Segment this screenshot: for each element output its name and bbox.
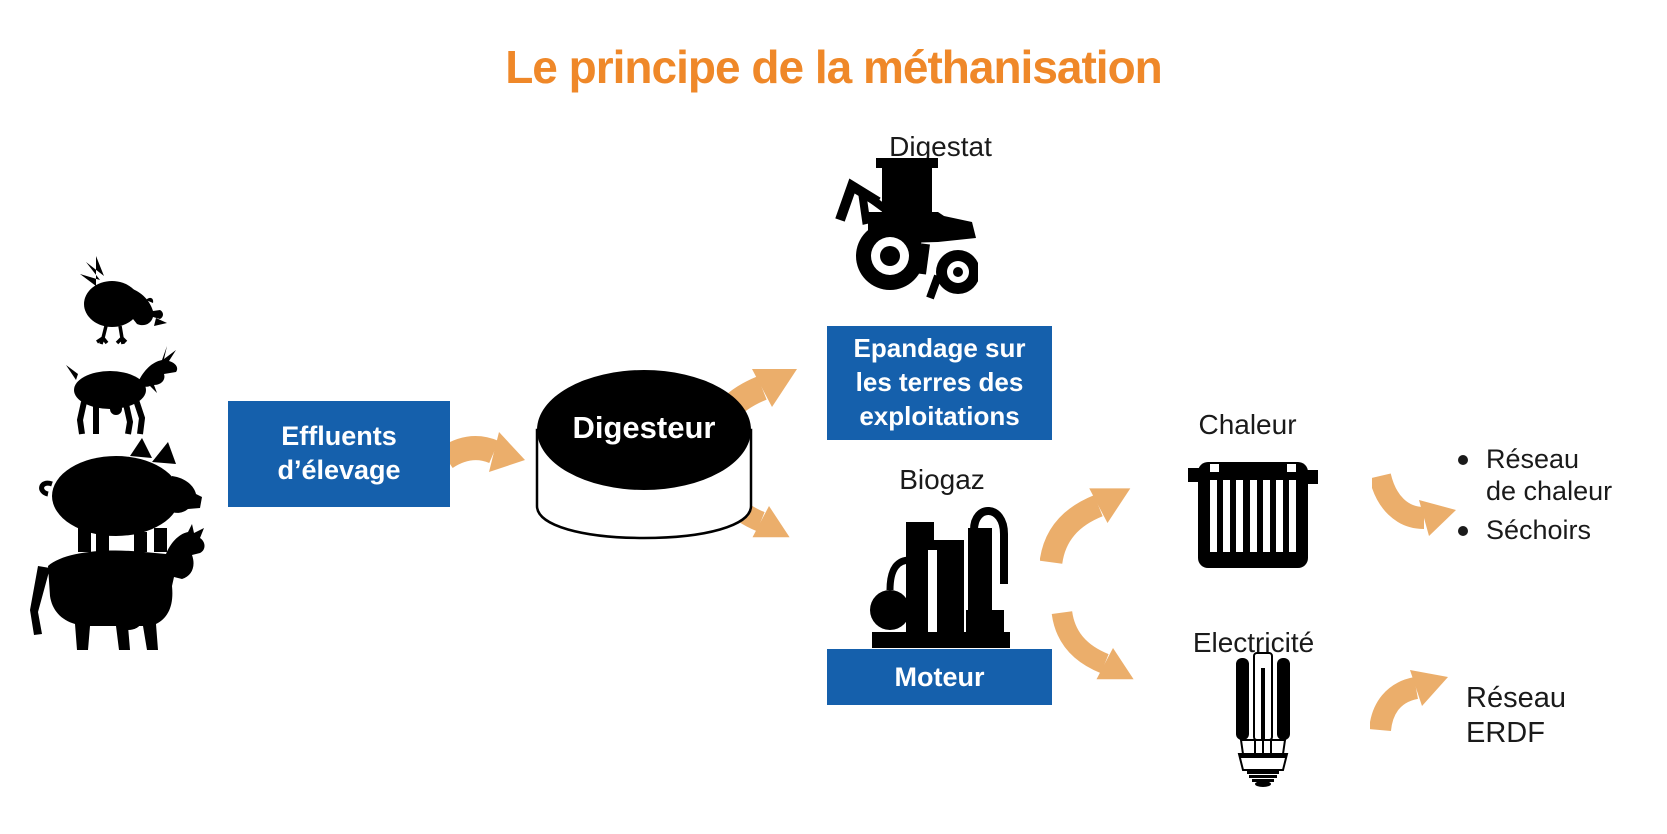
moteur-label: Moteur — [894, 661, 985, 692]
heat-output-1: Réseau de chaleur — [1486, 444, 1613, 507]
chaleur-label: Chaleur — [1198, 409, 1297, 440]
epandage-label: Epandage sur les terres des exploitation… — [853, 333, 1026, 431]
chicken-icon — [80, 256, 167, 345]
digester-tank-icon — [535, 370, 753, 540]
arrow-moteur-chaleur — [1040, 488, 1131, 565]
epandage-box: Epandage sur les terres des exploitation… — [827, 326, 1052, 440]
effluents-box: Effluents d’élevage — [228, 401, 450, 507]
biogaz-label: Biogaz — [899, 464, 985, 495]
arrow-chaleur-reseaux — [1372, 473, 1456, 536]
bullet-icon — [1458, 525, 1468, 536]
effluents-label: Effluents d’élevage — [277, 421, 401, 485]
pig-icon — [39, 438, 202, 552]
tractor-icon — [835, 158, 978, 300]
digester-label: Digesteur — [572, 410, 716, 445]
arrow-electricite-erdf — [1370, 670, 1448, 732]
page-title: Le principe de la méthanisation — [505, 41, 1163, 93]
arrow-effluents-digester — [440, 432, 525, 472]
digester: Digesteur — [534, 366, 754, 540]
radiator-icon — [1188, 462, 1318, 568]
heat-outputs-list: Réseau de chaleur Séchoirs — [1458, 443, 1646, 546]
list-item: Séchoirs — [1458, 514, 1646, 546]
bullet-icon — [1458, 455, 1468, 465]
list-item: Réseau de chaleur — [1458, 443, 1646, 508]
goat-icon — [66, 346, 178, 435]
moteur-box: Moteur — [827, 649, 1052, 705]
bulb-icon — [1236, 652, 1290, 787]
digestat-label: Digestat — [889, 131, 992, 162]
engine-icon — [870, 507, 1010, 648]
cow-icon — [30, 524, 205, 650]
arrow-moteur-electricite — [1051, 610, 1134, 680]
erdf-label: Réseau ERDF — [1466, 682, 1566, 749]
heat-output-2: Séchoirs — [1486, 514, 1592, 545]
electricite-label: Electricité — [1192, 627, 1315, 658]
